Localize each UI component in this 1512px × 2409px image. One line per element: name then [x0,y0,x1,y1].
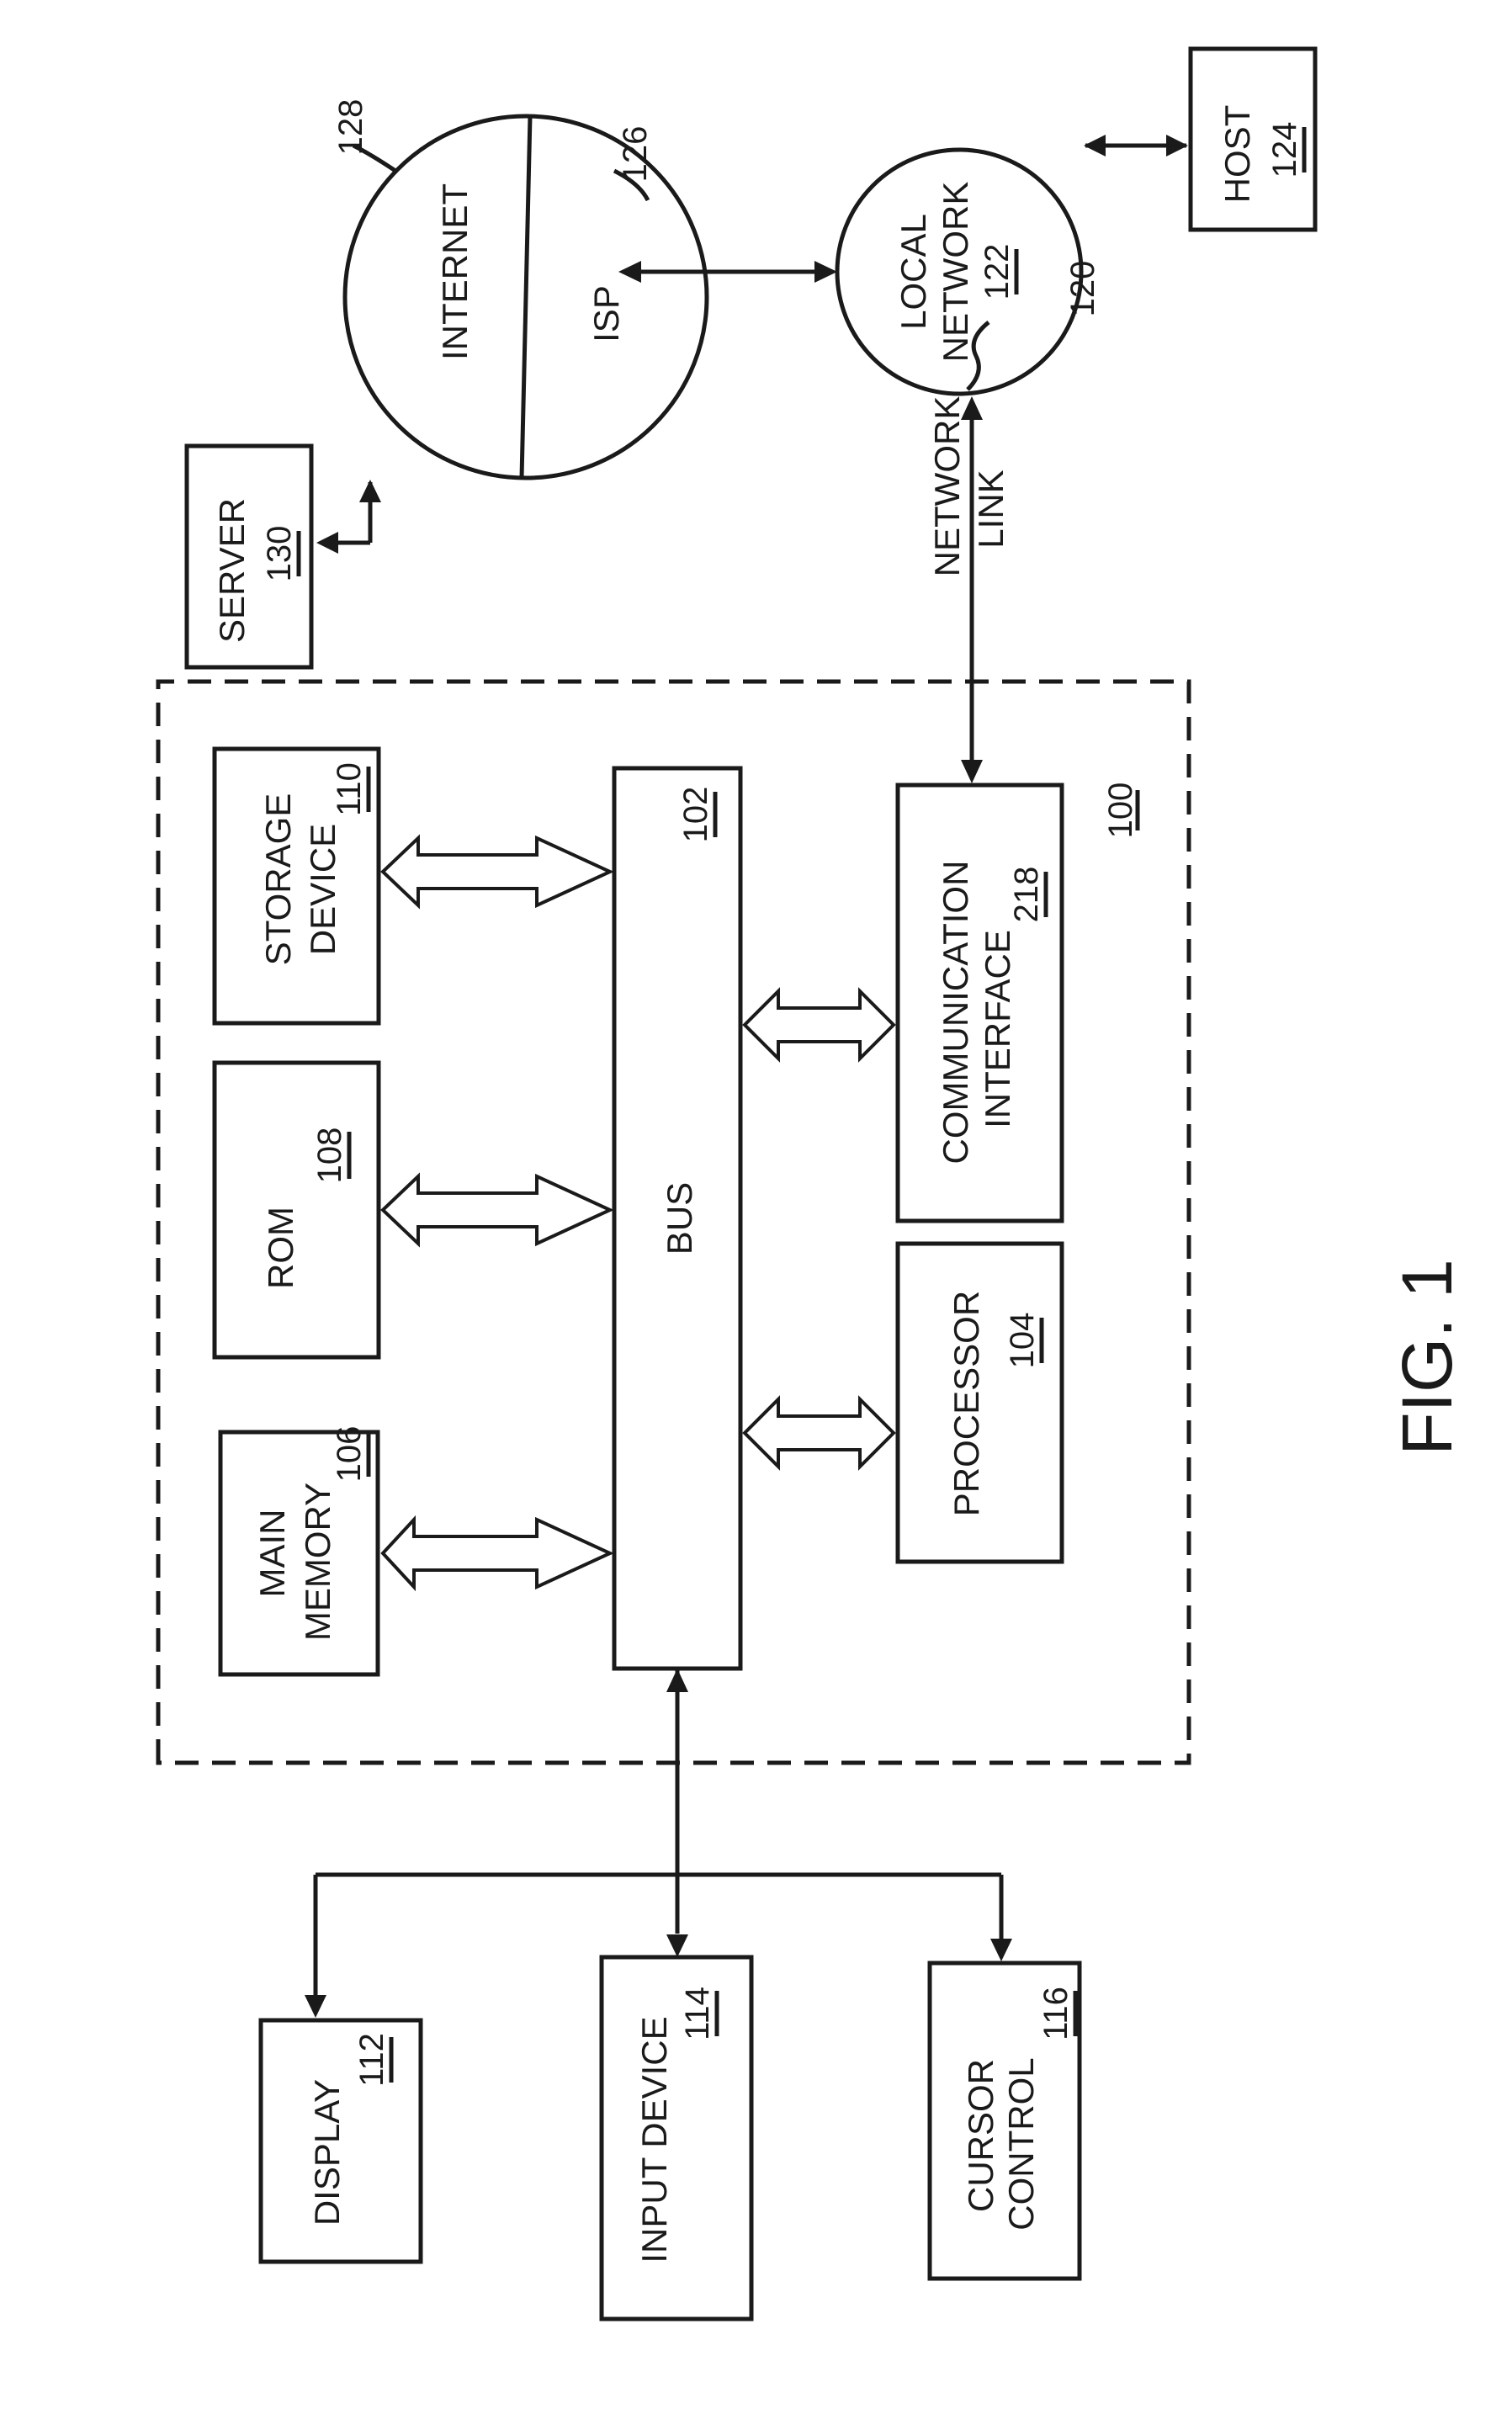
figure-label: FIG. 1 [1387,1259,1467,1455]
local-network-host-arrow [1084,135,1188,157]
svg-text:130: 130 [261,526,298,582]
communication-interface-bus-arrow [745,991,894,1059]
svg-text:124: 124 [1266,122,1303,178]
storage-device-block: STORAGE DEVICE 110 [215,749,379,1023]
svg-text:MEMORY: MEMORY [298,1483,337,1641]
svg-text:INPUT DEVICE: INPUT DEVICE [634,2016,674,2263]
cursor-control-block: CURSOR CONTROL 116 [930,1963,1080,2279]
main-memory-block: MAIN MEMORY 106 [220,1426,378,1674]
svg-text:INTERFACE: INTERFACE [978,930,1017,1128]
communication-interface-block: COMMUNICATION INTERFACE 218 [898,785,1062,1221]
svg-text:120: 120 [1064,261,1101,317]
svg-text:MAIN: MAIN [252,1510,292,1598]
svg-text:SERVER: SERVER [212,498,252,643]
svg-text:NETWORK: NETWORK [936,182,975,363]
svg-text:100: 100 [1102,783,1139,839]
svg-text:BUS: BUS [660,1182,699,1255]
svg-text:102: 102 [677,787,714,843]
internet-ref: 128 [332,99,395,171]
svg-text:LINK: LINK [971,470,1011,548]
svg-text:218: 218 [1008,867,1045,923]
svg-text:122: 122 [979,244,1016,300]
svg-text:INTERNET: INTERNET [435,183,475,360]
display-block: DISPLAY 112 [261,2020,421,2262]
local-network-node: LOCAL NETWORK 122 [837,150,1081,394]
server-internet-arrow [316,480,381,554]
svg-text:COMMUNICATION: COMMUNICATION [936,861,975,1165]
rom-bus-arrow [383,1176,610,1244]
rom-block: ROM 108 [215,1063,379,1357]
svg-text:PROCESSOR: PROCESSOR [947,1291,986,1516]
svg-text:104: 104 [1004,1313,1041,1369]
svg-text:ISP: ISP [586,285,626,342]
svg-text:CONTROL: CONTROL [1001,2057,1041,2230]
storage-device-bus-arrow [383,838,610,905]
svg-text:110: 110 [331,762,368,816]
svg-text:112: 112 [353,2033,390,2087]
svg-text:116: 116 [1037,1987,1074,2040]
svg-text:ROM: ROM [261,1207,300,1289]
svg-text:CURSOR: CURSOR [961,2059,1000,2212]
server-block: SERVER 130 [187,446,311,667]
input-device-block: INPUT DEVICE 114 [602,1957,751,2319]
bus-block: BUS 102 [614,768,740,1669]
svg-text:126: 126 [617,126,654,183]
system-ref: 100 [1102,783,1139,839]
svg-text:STORAGE: STORAGE [258,793,298,966]
svg-text:DEVICE: DEVICE [303,824,342,955]
svg-text:NETWORK: NETWORK [927,396,967,577]
svg-text:114: 114 [679,1987,716,2040]
svg-text:DISPLAY: DISPLAY [307,2079,347,2226]
processor-bus-arrow [745,1399,894,1467]
processor-block: PROCESSOR 104 [898,1244,1062,1562]
svg-text:HOST: HOST [1218,105,1257,204]
svg-text:106: 106 [331,1426,368,1483]
svg-text:128: 128 [332,99,369,156]
svg-text:108: 108 [311,1128,348,1184]
svg-text:LOCAL: LOCAL [894,214,933,330]
main-memory-bus-arrow [383,1520,610,1587]
host-block: HOST 124 [1191,49,1315,230]
